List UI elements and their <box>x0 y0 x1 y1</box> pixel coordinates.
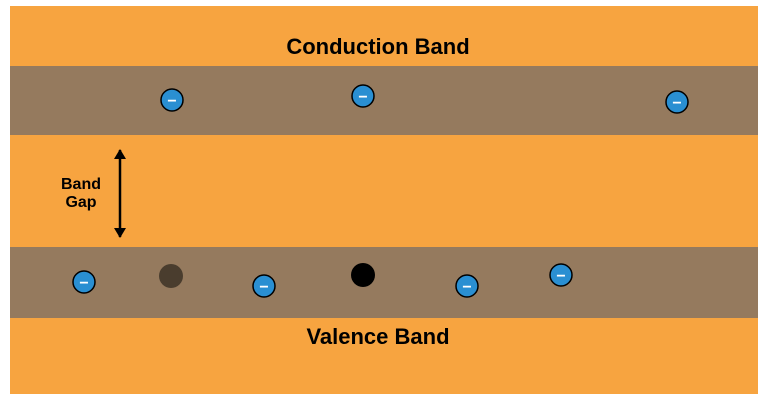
electron-symbol: − <box>462 279 471 296</box>
electron-symbol: − <box>556 268 565 285</box>
valence-electron: − <box>72 270 96 294</box>
hole-black <box>351 263 375 287</box>
band-gap-label-line2: Gap <box>65 194 96 211</box>
conduction-electron: − <box>351 84 375 108</box>
valence-band-label: Valence Band <box>306 324 449 349</box>
conduction-electron: − <box>665 90 689 114</box>
valence-electron: − <box>252 274 276 298</box>
electron-symbol: − <box>259 279 268 296</box>
valence-band-strip <box>10 247 758 318</box>
hole-dark <box>159 264 183 288</box>
conduction-electron: − <box>160 88 184 112</box>
electron-symbol: − <box>167 93 176 110</box>
band-gap-label-line1: Band <box>61 176 101 193</box>
conduction-band-label: Conduction Band <box>286 34 469 59</box>
electron-symbol: − <box>672 95 681 112</box>
valence-electron: − <box>455 274 479 298</box>
conduction-band-strip <box>10 66 758 135</box>
electron-symbol: − <box>358 89 367 106</box>
electron-symbol: − <box>79 275 88 292</box>
valence-electron: − <box>549 263 573 287</box>
